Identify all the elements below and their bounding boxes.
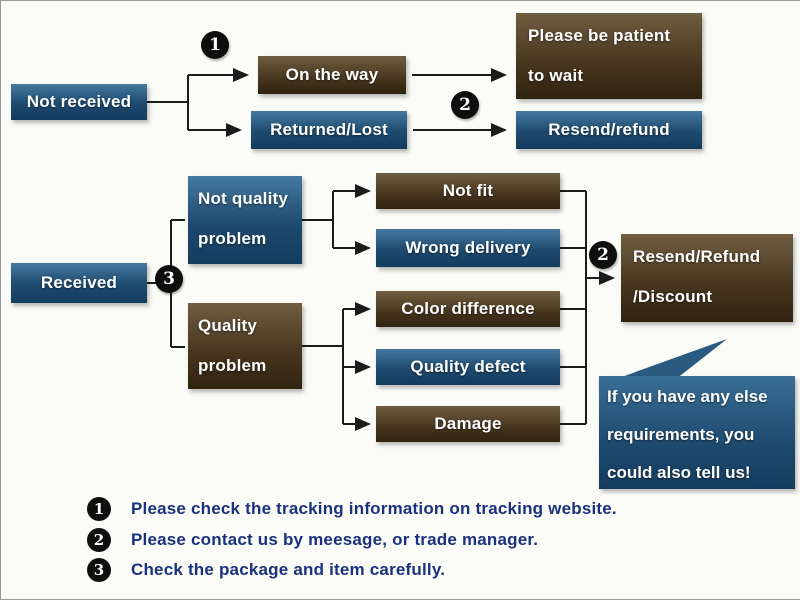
legend-item-3: 3 Check the package and item carefully. [87,558,445,582]
step-3-badge-icon: 3 [155,265,183,293]
node-color-difference: Color difference [376,291,560,327]
step-1-badge-icon: 1 [201,31,229,59]
legend-item-2: 2 Please contact us by meesage, or trade… [87,528,538,552]
legend-3-badge-icon: 3 [87,558,111,582]
node-not-fit: Not fit [376,173,560,209]
node-wrong-delivery: Wrong delivery [376,229,560,267]
node-received: Received [11,263,147,303]
node-resend-refund: Resend/refund [516,111,702,149]
speech-bubble-text: If you have any else requirements, you c… [599,376,795,489]
node-resend-refund-discount: Resend/Refund /Discount [621,234,793,322]
step-2-badge-icon: 2 [451,91,479,119]
legend-1-badge-icon: 1 [87,497,111,521]
node-quality-defect: Quality defect [376,349,560,385]
node-damage: Damage [376,406,560,442]
speech-bubble: If you have any else requirements, you c… [599,337,795,489]
legend-2-badge-icon: 2 [87,528,111,552]
legend-3-text: Check the package and item carefully. [131,560,446,579]
node-not-quality-problem: Not quality problem [188,176,302,264]
legend-1-text: Please check the tracking information on… [131,499,617,518]
node-be-patient: Please be patient to wait [516,13,702,99]
node-quality-problem: Quality problem [188,303,302,389]
legend-item-1: 1 Please check the tracking information … [87,497,617,521]
speech-bubble-tail-icon [605,339,727,383]
legend-2-text: Please contact us by meesage, or trade m… [131,530,539,549]
node-not-received: Not received [11,84,147,120]
node-on-the-way: On the way [258,56,406,94]
node-returned-lost: Returned/Lost [251,111,407,149]
step-2b-badge-icon: 2 [589,241,617,269]
